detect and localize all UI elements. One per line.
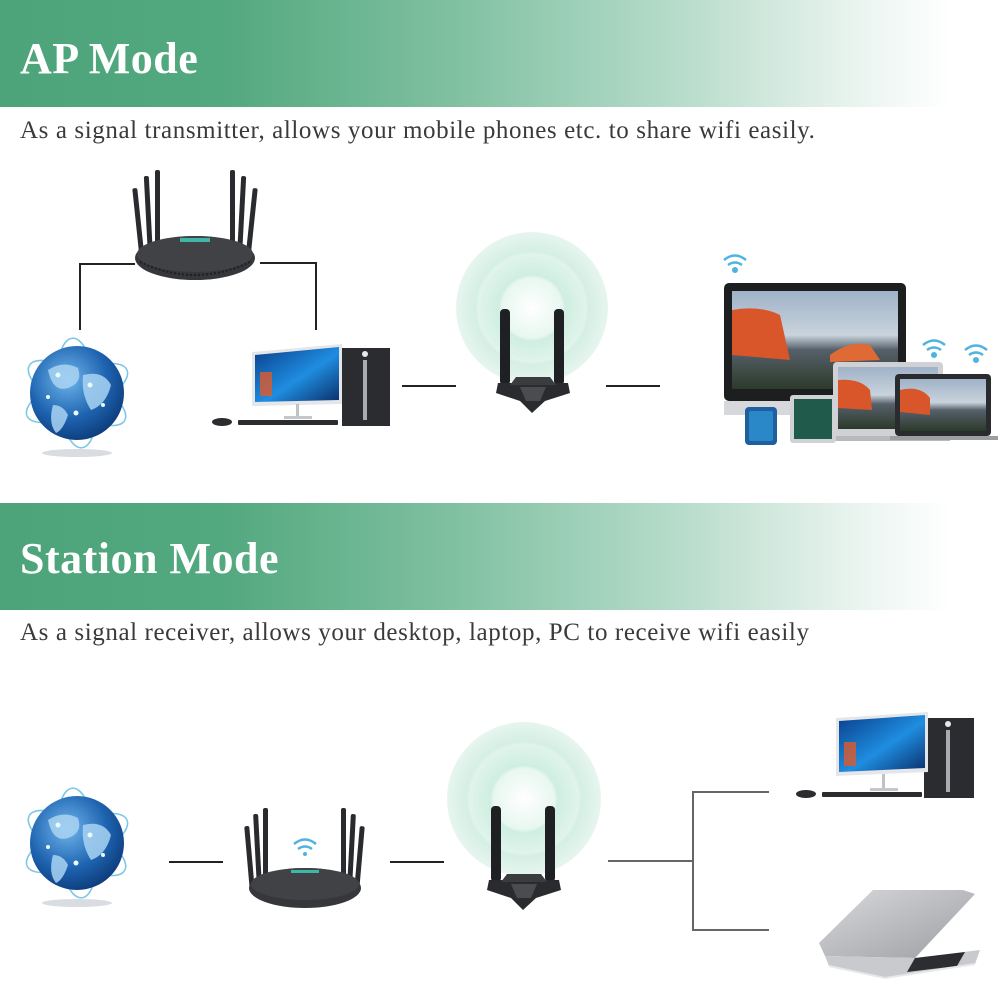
connector-line bbox=[606, 385, 660, 387]
connector-line bbox=[79, 263, 81, 330]
ap-mode-description: As a signal transmitter, allows your mob… bbox=[20, 117, 816, 144]
connector-line bbox=[608, 860, 693, 862]
ap-mode-banner: AP Mode bbox=[0, 0, 1000, 107]
desktop-pc-icon bbox=[794, 712, 978, 800]
connector-line bbox=[692, 929, 769, 931]
connector-line bbox=[260, 262, 317, 264]
wireless-devices-group bbox=[720, 250, 1000, 445]
signal-glow bbox=[456, 232, 608, 384]
usb-wifi-adapter-icon bbox=[481, 802, 567, 912]
laptop-icon bbox=[815, 888, 985, 983]
station-mode-title: Station Mode bbox=[20, 534, 279, 583]
connector-line bbox=[79, 263, 135, 265]
connector-line bbox=[692, 791, 769, 793]
connector-line bbox=[315, 262, 317, 330]
desktop-pc-icon bbox=[208, 342, 392, 430]
connector-line bbox=[692, 791, 694, 930]
router-icon bbox=[130, 170, 260, 285]
wifi-icon bbox=[293, 838, 317, 851]
usb-wifi-adapter-icon bbox=[490, 305, 576, 415]
internet-globe-icon bbox=[18, 785, 136, 910]
internet-globe-icon bbox=[18, 335, 136, 460]
connector-line bbox=[169, 861, 223, 863]
connector-line bbox=[390, 861, 444, 863]
ap-mode-title: AP Mode bbox=[20, 34, 199, 83]
signal-glow bbox=[447, 722, 601, 876]
station-mode-banner: Station Mode bbox=[0, 503, 1000, 610]
station-mode-description: As a signal receiver, allows your deskto… bbox=[20, 619, 810, 646]
connector-line bbox=[402, 385, 456, 387]
router-icon bbox=[243, 798, 367, 910]
